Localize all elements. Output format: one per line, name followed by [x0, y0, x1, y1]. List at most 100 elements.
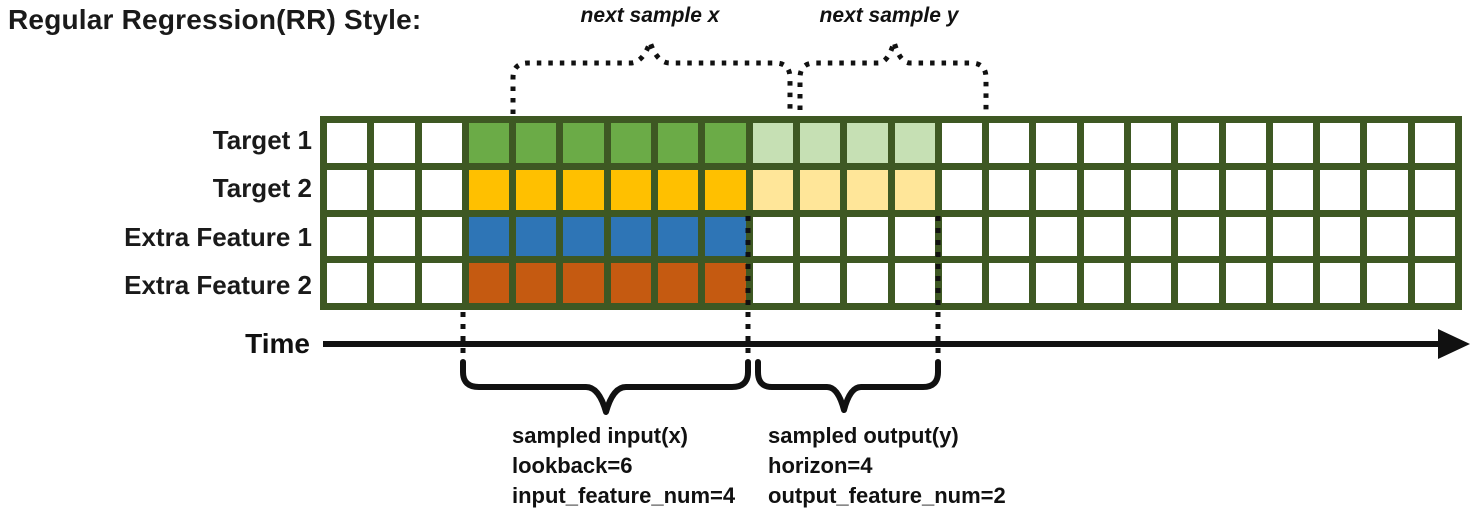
grid-cell	[1178, 216, 1219, 257]
grid-cell	[894, 123, 935, 163]
grid-cell	[705, 216, 746, 257]
grid-cell	[705, 123, 746, 163]
sampled-output-annotation: sampled output(y) horizon=4 output_feature…	[768, 421, 1006, 511]
grid-cell	[610, 169, 652, 210]
grid-cell	[989, 216, 1030, 257]
annotation-line: sampled output(y)	[768, 423, 959, 448]
grid-cell	[468, 169, 510, 210]
grid-cell	[421, 263, 462, 303]
grid-cell	[1367, 263, 1408, 303]
grid-cell	[799, 263, 841, 303]
grid-cell	[1320, 123, 1361, 163]
row-label: Target 2	[212, 173, 312, 204]
row-label: Extra Feature 2	[124, 270, 312, 301]
grid-cell	[941, 263, 983, 303]
annotation-line: input_feature_num=4	[512, 483, 736, 508]
grid-cell	[1036, 263, 1077, 303]
grid-cell	[1414, 123, 1455, 163]
grid-cell	[941, 216, 983, 257]
grid-cell	[610, 216, 652, 257]
grid-cell	[1225, 169, 1266, 210]
grid-cell	[752, 263, 793, 303]
time-axis-arrowhead	[1438, 329, 1470, 359]
grid-cell	[1320, 216, 1361, 257]
time-series-grid	[320, 116, 1462, 310]
grid-cell	[1414, 263, 1455, 303]
next-sample-y-label: next sample y	[819, 4, 959, 27]
grid-cell	[799, 169, 841, 210]
grid-cell	[1036, 216, 1077, 257]
grid-cell	[847, 216, 888, 257]
row-label: Target 1	[212, 124, 312, 155]
grid-cell	[752, 123, 793, 163]
grid-cell	[894, 263, 935, 303]
grid-cell	[941, 169, 983, 210]
grid-cell	[1036, 123, 1077, 163]
grid-cell	[799, 216, 841, 257]
grid-cell	[1272, 263, 1314, 303]
grid-cell	[894, 216, 935, 257]
grid-cell	[658, 216, 699, 257]
grid-cell	[1178, 169, 1219, 210]
grid-cell	[847, 263, 888, 303]
annotation-line: sampled input(x)	[512, 423, 689, 448]
sampled-input-brace	[460, 359, 751, 415]
grid-cell	[1320, 263, 1361, 303]
grid-cell	[468, 216, 510, 257]
time-axis-label: Time	[245, 328, 310, 359]
next-sample-x-brace	[510, 34, 793, 114]
grid-cell	[1225, 216, 1266, 257]
grid-cell	[799, 123, 841, 163]
grid-cell	[1083, 169, 1124, 210]
grid-cell	[563, 216, 604, 257]
grid-cell	[989, 263, 1030, 303]
grid-cell	[516, 169, 557, 210]
grid-cell	[705, 169, 746, 210]
grid-cell	[610, 263, 652, 303]
row-labels: Target 1 Target 2 Extra Feature 1 Extra Fea…	[0, 116, 312, 310]
grid-cell	[989, 123, 1030, 163]
row-label: Extra Feature 1	[124, 221, 312, 252]
grid-cell	[327, 123, 368, 163]
grid-cell	[468, 123, 510, 163]
grid-cell	[1130, 123, 1172, 163]
grid-cell	[1367, 216, 1408, 257]
grid-cell	[374, 123, 415, 163]
grid-cell	[1225, 123, 1266, 163]
grid-cell	[658, 263, 699, 303]
grid-cell	[1083, 123, 1124, 163]
grid-cell	[1130, 216, 1172, 257]
grid-cell	[941, 123, 983, 163]
grid-cell	[1178, 263, 1219, 303]
grid-cell	[1130, 263, 1172, 303]
grid-cell	[1320, 169, 1361, 210]
grid-cell	[989, 169, 1030, 210]
grid-cell	[421, 169, 462, 210]
grid-cell	[847, 169, 888, 210]
grid-cell	[894, 169, 935, 210]
sampled-input-annotation: sampled input(x) lookback=6 input_feature_…	[512, 421, 735, 511]
grid-cell	[752, 169, 793, 210]
grid-cell	[752, 216, 793, 257]
grid-cell	[516, 263, 557, 303]
grid-cell	[1367, 123, 1408, 163]
grid-cell	[516, 123, 557, 163]
annotation-line: horizon=4	[768, 453, 873, 478]
grid-cell	[1083, 216, 1124, 257]
grid-cell	[327, 263, 368, 303]
grid-cell	[1130, 169, 1172, 210]
grid-cell	[1036, 169, 1077, 210]
grid-cell	[1367, 169, 1408, 210]
grid-cell	[563, 169, 604, 210]
sampled-output-brace	[755, 359, 941, 413]
grid-cell	[658, 169, 699, 210]
annotation-line: lookback=6	[512, 453, 633, 478]
grid-cell	[374, 216, 415, 257]
grid-cell	[1272, 123, 1314, 163]
grid-cell	[847, 123, 888, 163]
diagram-title: Regular Regression(RR) Style:	[8, 4, 422, 35]
annotation-line: output_feature_num=2	[768, 483, 1006, 508]
grid-cell	[1083, 263, 1124, 303]
grid-cell	[705, 263, 746, 303]
grid-cell	[421, 216, 462, 257]
